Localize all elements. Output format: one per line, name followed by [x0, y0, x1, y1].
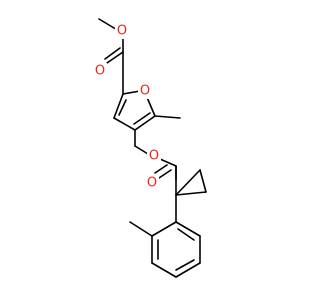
bond-ar-3-4 [151, 262, 177, 278]
oxygen-labels: O O O O O [93, 23, 161, 191]
bond-c3-c2-inner [118, 99, 127, 116]
oxygen-atom-carbonyl-1: O [95, 64, 105, 79]
oxygen-atom-methoxy: O [117, 24, 127, 39]
bond-cp-1 [175, 169, 201, 196]
bond-c2-o1 [122, 90, 141, 95]
bond-carbonyl-double-b [104, 47, 121, 60]
bond-ar-inner-c [177, 228, 195, 241]
bond-ar-methyl [129, 221, 153, 237]
atom-bg [145, 175, 159, 191]
cyclopropane-ester-group [154, 158, 177, 196]
benzene-ring [129, 194, 201, 278]
bond-c5-c4 [134, 115, 156, 131]
ch2-linker [134, 129, 149, 155]
bond-c3-c2 [113, 93, 124, 119]
bond-ch2-o [134, 145, 149, 155]
cyclopropane-ring [175, 169, 207, 196]
molecule-structure-diagram: O O O O O [93, 18, 207, 278]
atom-bg [147, 148, 161, 164]
bond-ar-4-5 [175, 262, 201, 278]
atom-bg [93, 63, 107, 79]
bond-carbonyl-double-a [106, 51, 124, 64]
bond-ester2-double-a [158, 169, 172, 179]
atom-bg [115, 23, 129, 39]
oxygen-atom-carbonyl-2: O [147, 176, 157, 191]
bond-cp-2 [199, 169, 207, 193]
bond-cp-3 [175, 191, 207, 196]
bond-c5-methyl [154, 115, 181, 119]
atom-bg [138, 83, 152, 99]
bond-ar-1-2 [151, 221, 177, 237]
oxygen-atom-ester-link: O [149, 149, 159, 164]
bond-ar-inner-b [175, 259, 195, 271]
oxygen-atom-furan: O [140, 84, 150, 99]
bond-c4-c3 [113, 117, 136, 131]
bond-ar-6-1 [175, 221, 201, 237]
bond-ester2-double-b [154, 164, 168, 174]
bond-c5-c4-inner [133, 112, 151, 125]
bond-o-ester2-c [159, 158, 177, 167]
